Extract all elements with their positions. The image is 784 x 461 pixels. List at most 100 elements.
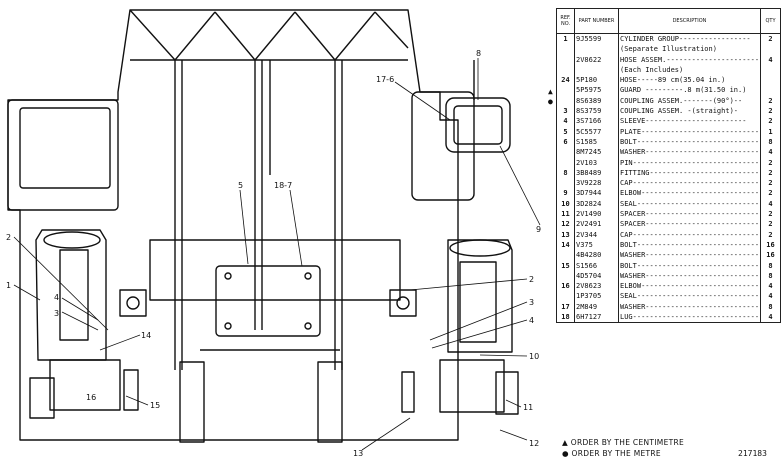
qty-cell: 8 [760,260,781,271]
qty-cell: 4 [760,54,781,65]
ref-cell [556,147,575,158]
description-cell: BOLT------------------------------ [618,260,761,271]
callout-5: 5 [238,181,243,190]
qty-cell: 8 [760,136,781,148]
parts-table-header: REF. NO. PART NUMBER DESCRIPTION QTY [556,8,781,34]
callout-13: 13 [353,449,363,458]
description-cell: CYLINDER GROUP----------------- [618,33,761,45]
callout-18-7: 18-7 [274,181,292,190]
callout-17-6: 17-6 [376,75,394,84]
top-truss [129,9,409,61]
part-number-cell: 8M7245 [574,147,619,158]
ref-cell: 1 [556,33,575,45]
header-part-number: PART NUMBER [574,8,619,34]
callout-8: 8 [476,49,481,58]
ref-cell [556,291,575,302]
description-cell: PIN------------------------------- [618,157,761,168]
qty-cell: 4 [760,312,781,324]
ref-cell: 16 [556,281,575,292]
footnote-metre: ● ORDER BY THE METRE [562,449,661,458]
ref-cell [556,54,575,65]
qty-cell: 16 [760,250,781,261]
callout-2-left: 2 [6,233,11,242]
part-number-cell: 2V8623 [574,281,619,292]
qty-cell: 2 [760,95,781,107]
description-cell: CAP------------------------------- [618,229,761,240]
description-cell: WASHER---------------------------- [618,250,761,261]
qty-cell [760,64,781,76]
ref-cell: 3 [556,106,575,117]
callout-3-right: 4 [529,316,534,325]
description-cell: GUARD ---------.8 m(31.50 in.) [618,85,761,96]
part-number-cell: 3D7944 [574,188,619,199]
part-number-cell: 1P3705 [574,291,619,302]
description-cell: WASHER---------------------------- [618,301,761,313]
part-number-cell: 3V9228 [574,178,619,189]
description-cell: ELBOW----------------------------- [618,281,761,292]
qty-cell: 1 [760,126,781,137]
table-row: 8S6389 COUPLING ASSEM.-------(90°)--2 [556,95,781,107]
part-number-cell: S1566 [574,260,619,271]
qty-cell: 2 [760,116,781,127]
ref-cell [556,64,575,76]
qty-cell [760,85,781,96]
callout-3-left: 3 [54,309,59,318]
description-cell: ELBOW----------------------------- [618,188,761,199]
callout-9: 9 [536,225,541,234]
description-cell: COUPLING ASSEM.-------(90°)-- [618,95,761,107]
ref-cell [556,270,575,282]
part-number-cell: 6H7127 [574,312,619,324]
header-ref: REF. NO. [556,8,575,34]
qty-cell: 2 [760,209,781,220]
description-cell: SEAL------------------------------ [618,198,761,210]
callout-11: 11 [523,403,533,412]
mount-plate [215,265,321,337]
description-cell: WASHER---------------------------- [618,147,761,158]
description-cell: SEAL------------------------------ [618,291,761,302]
qty-cell: 4 [760,281,781,292]
qty-cell: 4 [760,147,781,158]
part-number-cell [574,44,619,55]
ref-cell: 4 [556,116,575,127]
ref-cell: 11 [556,209,575,220]
callout-4-right: 3 [529,298,534,307]
centimetre-marker: ▲ [548,87,553,96]
qty-cell: 4 [760,198,781,210]
table-row: (Separate Illustration) [556,44,781,55]
part-number-cell: 5P5975 [574,85,619,96]
description-cell: LUG------------------------------- [618,312,761,324]
metre-marker: ● [548,97,553,106]
description-cell: SPACER---------------------------- [618,209,761,220]
ref-cell [556,157,575,168]
ref-cell [556,44,575,55]
qty-cell [760,44,781,55]
description-cell: BOLT------------------------------ [618,239,761,251]
part-number-cell: 4D5704 [574,270,619,282]
part-number-cell: 8S6389 [574,95,619,107]
description-cell: FITTING--------------------------- [618,167,761,179]
left-cylinder-base [49,359,121,411]
description-cell: CAP------------------------------- [618,178,761,189]
description-cell: SLEEVE------------------------ [618,116,761,127]
description-cell: WASHER---------------------------- [618,270,761,282]
header-qty: QTY [760,8,781,34]
qty-cell [760,75,781,86]
qty-cell: 2 [760,219,781,230]
ref-cell: 17 [556,301,575,313]
callout-12: 12 [529,439,539,448]
